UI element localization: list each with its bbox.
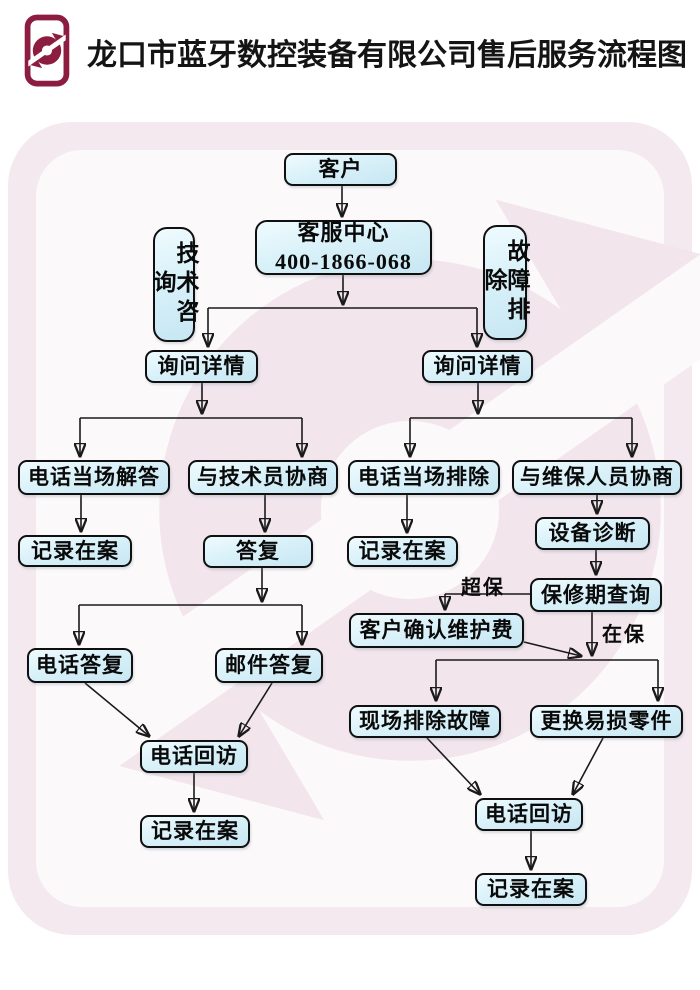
node-mail-reply: 邮件答复 <box>215 648 323 683</box>
node-confirm-fee: 客户确认维护费 <box>349 613 524 648</box>
service-center-phone: 400-1866-068 <box>275 248 412 274</box>
node-fault-clear: 故障排除 <box>481 225 529 340</box>
node-ask-details-right: 询问详情 <box>422 350 533 383</box>
node-callback-right: 电话回访 <box>475 798 583 831</box>
edge-label-over-warranty: 超保 <box>461 577 505 599</box>
service-center-label: 客服中心 <box>297 220 390 246</box>
node-customer: 客户 <box>284 153 397 186</box>
node-replace-parts: 更换易损零件 <box>530 705 683 738</box>
node-maint-negotiate: 与维保人员协商 <box>512 460 682 495</box>
node-ask-details-left: 询问详情 <box>145 350 258 383</box>
node-device-diag: 设备诊断 <box>535 517 650 550</box>
node-tech-negotiate: 与技术员协商 <box>188 460 338 495</box>
node-service-center: 客服中心 400-1866-068 <box>255 220 432 275</box>
node-reply: 答复 <box>203 535 313 568</box>
node-phone-answer: 电话当场解答 <box>18 460 170 495</box>
node-phone-clear: 电话当场排除 <box>348 460 500 495</box>
node-record-b: 记录在案 <box>347 536 458 567</box>
edge-label-in-warranty: 在保 <box>602 624 646 646</box>
node-phone-reply: 电话答复 <box>27 648 133 683</box>
node-record-a: 记录在案 <box>18 535 132 567</box>
node-record-left: 记录在案 <box>140 815 250 848</box>
page-title: 龙口市蓝牙数控装备有限公司售后服务流程图 <box>87 39 687 72</box>
node-callback-left: 电话回访 <box>140 740 248 773</box>
node-tech-consult: 技术咨询 <box>150 227 198 342</box>
node-record-right: 记录在案 <box>475 873 587 906</box>
node-onsite-fix: 现场排除故障 <box>349 705 501 738</box>
company-logo-icon <box>24 14 70 87</box>
node-warranty-check: 保修期查询 <box>530 578 662 612</box>
